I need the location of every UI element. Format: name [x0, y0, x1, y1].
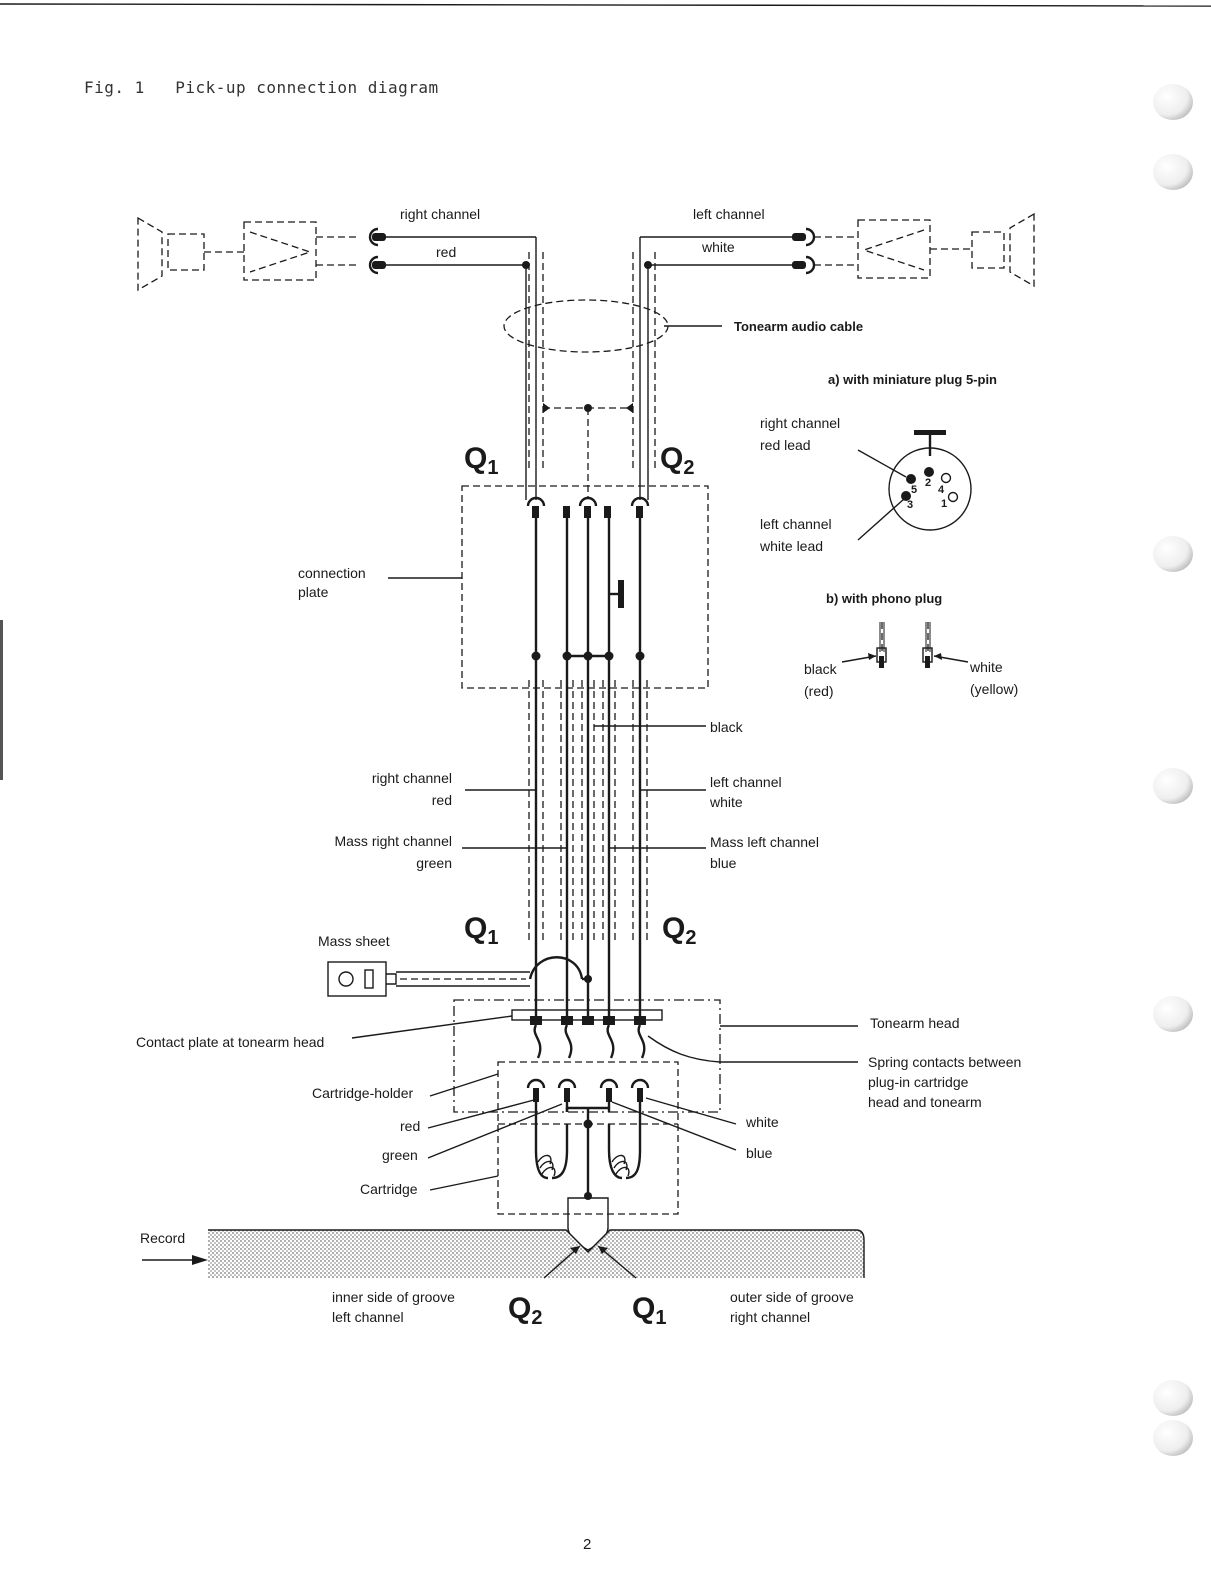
connection-plate-label-1: connection [298, 565, 366, 581]
phono-plug-white-icon [922, 622, 969, 668]
inset-red-lead-label: red lead [760, 437, 811, 453]
white-low-label: white [745, 1114, 779, 1130]
blue-low-label: blue [746, 1145, 773, 1161]
left-speaker-icon [971, 212, 1035, 288]
inner-groove-label-2: left channel [332, 1309, 404, 1325]
phono-red-label: (red) [804, 683, 834, 699]
record-groove [208, 1229, 865, 1279]
inset-left-channel-label: left channel [760, 516, 832, 532]
right-channel-mid-label: right channel [372, 770, 452, 786]
left-amplifier-icon [814, 219, 972, 279]
mass-sheet-label: Mass sheet [318, 933, 390, 949]
outer-groove-label-1: outer side of groove [730, 1289, 854, 1305]
green-low-leader [427, 1103, 563, 1159]
right-amplifier-icon [243, 221, 360, 281]
tonearm-audio-cable-label: Tonearm audio cable [734, 319, 863, 334]
blue-low-leader [611, 1101, 737, 1151]
cartridge-holder [497, 1061, 679, 1215]
binder-hole-3 [1153, 536, 1193, 572]
page-edge-mark [0, 620, 3, 780]
tonearm-head-label: Tonearm head [870, 1015, 960, 1031]
q1-groove: Q1 [632, 1292, 666, 1329]
pin-5-label: 5 [911, 484, 917, 496]
binder-hole-1 [1153, 84, 1193, 120]
page-number: 2 [583, 1536, 592, 1553]
phono-yellow-label: (yellow) [970, 681, 1018, 697]
inset-white-lead-label: white lead [759, 538, 823, 554]
record-label: Record [140, 1230, 185, 1246]
pin-3-label: 3 [907, 499, 913, 511]
red-mid-label: red [432, 792, 452, 808]
blue-mid-label: blue [710, 855, 737, 871]
record-direction-arrow [142, 1255, 208, 1265]
spring-contacts-label-3: head and tonearm [868, 1094, 982, 1110]
red-low-leader [427, 1099, 535, 1129]
red-top-label: red [436, 244, 456, 260]
inner-groove-label-1: inner side of groove [332, 1289, 455, 1305]
pin-2-label: 2 [925, 477, 931, 489]
cartridge-leader [429, 1175, 499, 1191]
left-channel-mid-label: left channel [710, 774, 782, 790]
q2-lower: Q2 [662, 912, 696, 949]
mass-left-channel-label: Mass left channel [710, 834, 819, 850]
tonearm-head [453, 999, 721, 1113]
q2-groove: Q2 [508, 1292, 542, 1329]
white-low-leader [645, 1097, 737, 1125]
q2-upper: Q2 [660, 442, 694, 479]
binder-hole-7 [1153, 1420, 1193, 1456]
mass-sheet [327, 956, 592, 997]
phono-white-label: white [969, 659, 1003, 675]
white-top-label: white [701, 239, 735, 255]
pin-1-label: 1 [941, 498, 947, 510]
right-channel-top-label: right channel [400, 206, 480, 222]
inset-right-channel-label: right channel [760, 415, 840, 431]
five-pin-plug-icon [857, 430, 972, 541]
phono-plug-black-icon [841, 622, 887, 668]
right-channel-plugs [368, 227, 536, 275]
white-mid-label: white [709, 794, 743, 810]
black-label: black [710, 719, 744, 735]
right-speaker-icon [137, 216, 244, 292]
miniature-plug-title: a) with miniature plug 5-pin [828, 372, 997, 387]
left-channel-plugs [640, 227, 816, 275]
cartridge-holder-leader [429, 1073, 499, 1097]
left-channel-top-label: left channel [693, 206, 765, 222]
spring-contacts-leader [647, 1035, 858, 1063]
phono-plug-title: b) with phono plug [826, 591, 942, 606]
binder-hole-4 [1153, 768, 1193, 804]
binder-hole-6 [1153, 1380, 1193, 1416]
binder-hole-2 [1153, 154, 1193, 190]
contact-plate-leader [351, 1015, 513, 1039]
pin-4-label: 4 [938, 484, 945, 496]
green-mid-label: green [416, 855, 452, 871]
tonearm-audio-cable [503, 237, 722, 500]
q1-lower: Q1 [464, 912, 498, 949]
green-low-label: green [382, 1147, 418, 1163]
binder-hole-5 [1153, 996, 1193, 1032]
figure-title: Fig. 1 Pick-up connection diagram [84, 78, 439, 97]
cartridge-holder-label: Cartridge-holder [312, 1085, 413, 1101]
outer-groove-label-2: right channel [730, 1309, 810, 1325]
mass-right-channel-label: Mass right channel [334, 833, 452, 849]
spring-contacts-label-2: plug-in cartridge [868, 1074, 969, 1090]
phono-black-label: black [804, 661, 838, 677]
red-low-label: red [400, 1118, 420, 1134]
cartridge-label: Cartridge [360, 1181, 418, 1197]
connection-plate-label-2: plate [298, 584, 329, 600]
q1-upper: Q1 [464, 442, 498, 479]
contact-plate-label: Contact plate at tonearm head [136, 1034, 324, 1050]
connection-plate [461, 485, 709, 1020]
spring-contacts-label-1: Spring contacts between [868, 1054, 1021, 1070]
page-top-border [0, 3, 1211, 7]
